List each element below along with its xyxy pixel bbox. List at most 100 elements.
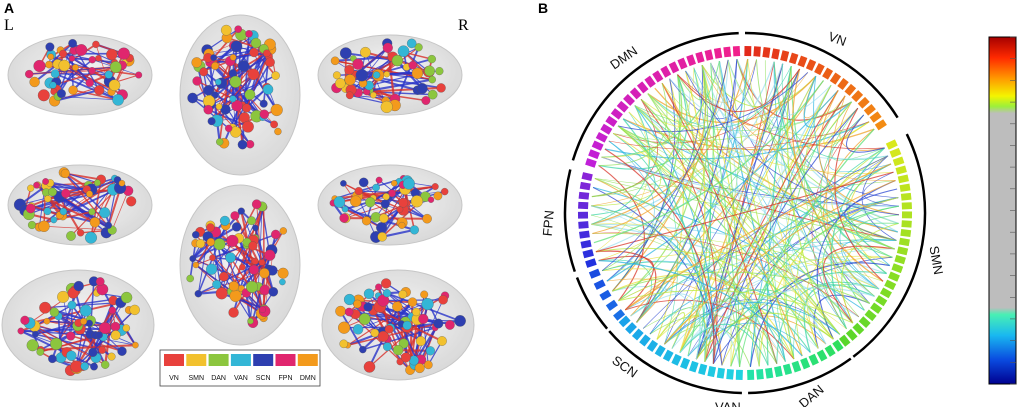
node-marker xyxy=(851,90,864,103)
chord-link xyxy=(591,223,887,275)
connection-edge xyxy=(339,310,364,351)
chord-link xyxy=(630,293,701,360)
node-marker xyxy=(791,360,802,373)
region-node xyxy=(398,197,409,208)
legend-label-smn: SMN xyxy=(189,375,205,382)
chord-link xyxy=(634,105,841,335)
node-marker xyxy=(578,201,589,210)
region-node xyxy=(88,56,96,64)
node-marker xyxy=(686,54,696,67)
node-marker xyxy=(599,289,612,301)
region-node xyxy=(427,54,436,64)
node-marker xyxy=(788,52,799,65)
region-node xyxy=(212,279,222,289)
connection-edge xyxy=(35,325,78,335)
chord-links xyxy=(590,58,900,368)
chord-link xyxy=(591,61,720,197)
panel-b-label: B xyxy=(538,0,549,16)
chord-link xyxy=(612,133,834,340)
chord-link xyxy=(601,67,695,158)
node-marker xyxy=(858,316,871,329)
region-node xyxy=(271,229,281,240)
chord-link xyxy=(693,67,847,330)
region-node xyxy=(420,290,429,299)
region-node xyxy=(265,57,275,68)
node-marker xyxy=(618,315,631,328)
region-node xyxy=(338,321,351,334)
region-node xyxy=(259,99,268,108)
node-marker xyxy=(888,271,900,282)
region-node xyxy=(335,305,346,317)
region-node xyxy=(48,354,57,364)
region-node xyxy=(392,344,404,356)
region-node xyxy=(189,255,197,262)
region-node xyxy=(95,331,103,339)
node-marker xyxy=(579,230,590,239)
chord-link xyxy=(823,245,895,324)
node-marker xyxy=(660,65,672,78)
chord-link xyxy=(687,322,811,357)
region-node xyxy=(435,67,444,76)
sector-dan xyxy=(747,339,852,395)
chord-link xyxy=(640,99,894,174)
region-node xyxy=(402,177,415,190)
node-marker xyxy=(864,309,877,322)
region-node xyxy=(122,324,131,332)
region-node xyxy=(37,89,50,102)
chord-link xyxy=(591,205,786,362)
connection-edge xyxy=(44,225,113,231)
region-node xyxy=(110,330,121,341)
region-node xyxy=(259,306,266,314)
region-node xyxy=(330,56,340,66)
region-node xyxy=(49,307,60,317)
region-node xyxy=(85,319,93,327)
chord-link xyxy=(591,205,847,330)
region-node xyxy=(424,65,435,77)
chord-link xyxy=(601,156,899,207)
node-marker xyxy=(898,237,910,247)
region-node xyxy=(335,78,346,89)
region-node xyxy=(391,180,398,187)
region-node xyxy=(110,321,121,332)
region-node xyxy=(277,267,289,279)
legend-label-van: VAN xyxy=(234,375,248,382)
region-node xyxy=(50,337,63,350)
node-marker xyxy=(875,295,888,307)
region-node xyxy=(343,293,356,306)
chord-link xyxy=(656,255,893,340)
region-node xyxy=(191,57,202,68)
connection-edge xyxy=(233,215,275,293)
region-node xyxy=(433,318,444,329)
node-marker xyxy=(869,111,882,123)
region-node xyxy=(407,297,418,307)
region-node xyxy=(88,347,98,357)
region-node xyxy=(246,280,258,293)
node-marker xyxy=(591,140,604,151)
connection-edge xyxy=(45,301,121,309)
region-node xyxy=(252,224,259,232)
region-node xyxy=(220,24,232,36)
chord-link xyxy=(656,95,846,340)
region-node xyxy=(418,313,429,324)
node-marker xyxy=(901,211,913,219)
region-node xyxy=(117,47,130,60)
sector-arc xyxy=(852,133,927,358)
region-node xyxy=(47,53,55,60)
region-node xyxy=(376,222,388,234)
region-node xyxy=(50,88,58,96)
region-node xyxy=(94,179,101,187)
region-node xyxy=(350,195,362,207)
region-node xyxy=(213,238,226,251)
node-marker xyxy=(582,249,594,259)
region-node xyxy=(414,43,423,52)
region-node xyxy=(206,223,215,232)
node-marker xyxy=(824,344,836,357)
region-node xyxy=(68,55,76,62)
region-node xyxy=(187,92,198,104)
region-node xyxy=(365,197,376,208)
region-node xyxy=(406,38,417,49)
medial-right-view xyxy=(317,164,463,246)
node-marker xyxy=(671,353,682,366)
region-node xyxy=(249,47,259,58)
